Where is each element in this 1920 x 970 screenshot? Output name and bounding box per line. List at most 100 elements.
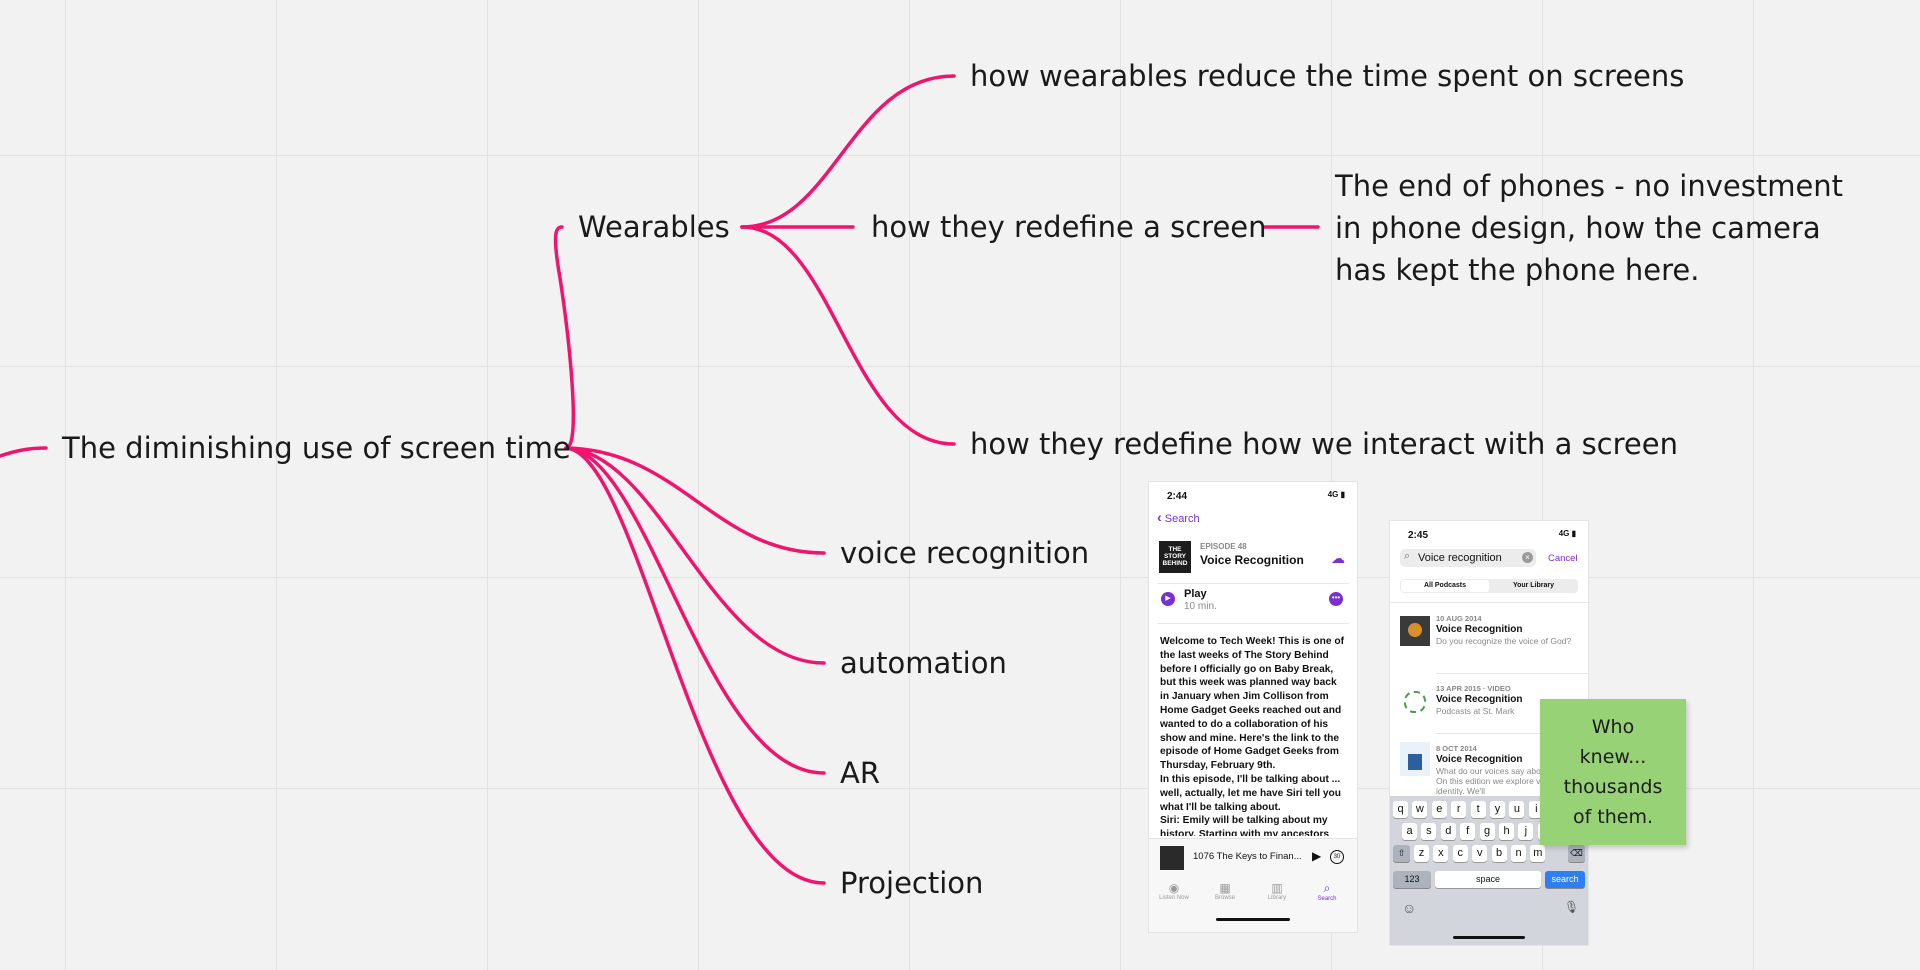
back-label: Search [1164,513,1200,525]
podcast-artwork: THE STORY BEHIND [1159,541,1191,573]
status-time: 2:45 [1408,530,1429,541]
key-b[interactable]: b [1491,845,1507,862]
result-title: Voice Recognition [1436,694,1523,705]
podcast-episode-screenshot[interactable]: 2:44 4G ▮ ‹ Search THE STORY BEHIND EPIS… [1149,482,1357,932]
result-date: 8 OCT 2014 [1436,744,1477,753]
key-n[interactable]: n [1511,845,1526,862]
node-wearables-reduce[interactable]: how wearables reduce the time spent on s… [970,59,1685,93]
play-icon[interactable]: ▶ [1161,592,1175,606]
connector-root-ar [564,446,826,775]
key-t[interactable]: t [1470,801,1486,818]
node-redefine-screen[interactable]: how they redefine a screen [871,210,1267,244]
mini-player-artwork [1160,846,1184,870]
episode-number: EPISODE 48 [1200,542,1247,551]
status-bar: 2:45 4G ▮ [1390,521,1588,545]
status-signal: 4G ▮ [1327,490,1345,499]
search-input[interactable]: ⌕ Voice recognition × [1400,549,1536,567]
key-s[interactable]: s [1421,823,1437,840]
onscreen-keyboard: qwertyuiopasdfghjklzxcvbnm ⇧ ⌫ 123 space… [1390,796,1588,945]
cancel-button[interactable]: Cancel [1548,553,1578,564]
tab-library[interactable]: ▥Library [1262,881,1292,901]
back-button[interactable]: ‹ Search [1157,509,1200,525]
key-u[interactable]: u [1509,801,1525,818]
status-signal: 4G ▮ [1558,529,1576,538]
search-icon: ⌕ [1404,550,1411,562]
connector-root-wearables [553,225,576,450]
segment-all-podcasts[interactable]: All Podcasts [1401,580,1489,592]
divider [1157,623,1349,624]
search-value: Voice recognition [1418,552,1502,564]
key-d[interactable]: d [1440,823,1456,840]
node-wearables[interactable]: Wearables [578,210,730,244]
node-automation[interactable]: automation [840,646,1007,680]
search-result-row[interactable]: 13 APR 2015 · VIDEO Voice Recognition Po… [1390,679,1588,731]
sticky-note-text: Who knew... thousands of them. [1563,716,1663,828]
node-ar[interactable]: AR [840,756,880,790]
episode-duration: 10 min. [1184,601,1217,612]
mini-player[interactable]: 1076 The Keys to Finan... ▶ 30 [1149,838,1357,875]
node-root[interactable]: The diminishing use of screen time [62,431,571,465]
key-w[interactable]: w [1412,801,1428,818]
node-end-of-phones[interactable]: The end of phones - no investment in pho… [1335,169,1844,287]
key-f[interactable]: f [1460,823,1476,840]
tab-listen-now[interactable]: ◉Listen Now [1159,881,1189,901]
tab-search[interactable]: ⌕Search [1312,881,1342,902]
play-circle-icon: ◉ [1168,881,1180,895]
connector-offscreen-root [0,446,48,458]
node-voice-recognition[interactable]: voice recognition [840,536,1090,570]
more-options-icon[interactable]: ••• [1329,592,1343,606]
result-date: 13 APR 2015 · VIDEO [1436,684,1511,693]
key-e[interactable]: e [1431,801,1447,818]
play-label[interactable]: Play [1184,588,1207,600]
shift-key[interactable]: ⇧ [1393,845,1410,862]
home-indicator [1216,918,1290,921]
search-result-row[interactable]: 8 OCT 2014 Voice Recognition What do our… [1390,739,1588,795]
result-artwork [1400,742,1430,776]
node-redefine-interaction[interactable]: how they redefine how we interact with a… [970,427,1678,461]
connector-root-automation [564,446,826,665]
key-r[interactable]: r [1451,801,1467,818]
search-key[interactable]: search [1545,871,1585,888]
sticky-note[interactable]: Who knew... thousands of them. [1540,699,1686,845]
clear-search-icon[interactable]: × [1522,552,1533,563]
connector-wearables-interact [740,225,956,446]
home-indicator [1453,936,1525,939]
microphone-icon[interactable]: 🎙 [1564,900,1580,914]
node-projection[interactable]: Projection [840,866,984,900]
key-m[interactable]: m [1530,845,1546,862]
divider [1390,602,1588,603]
result-description: Podcasts at St. Mark [1436,706,1515,716]
download-cloud-icon[interactable]: ☁ [1331,550,1345,566]
status-time: 2:44 [1167,491,1188,502]
segment-your-library[interactable]: Your Library [1512,582,1555,589]
key-v[interactable]: v [1472,845,1488,862]
tab-browse[interactable]: ▦Browse [1210,881,1240,901]
result-title: Voice Recognition [1436,624,1523,635]
key-y[interactable]: y [1490,801,1505,818]
key-z[interactable]: z [1414,845,1429,862]
divider [1436,673,1588,674]
key-g[interactable]: g [1479,823,1495,840]
search-result-row[interactable]: 10 AUG 2014 Voice Recognition Do you rec… [1390,609,1588,669]
skip-forward-icon[interactable]: 30 [1330,850,1344,864]
episode-title: Voice Recognition [1200,553,1304,567]
library-icon: ▥ [1271,881,1283,895]
key-j[interactable]: j [1518,823,1534,840]
key-h[interactable]: h [1499,823,1514,840]
play-icon[interactable]: ▶ [1312,849,1322,863]
key-q[interactable]: q [1393,801,1408,818]
numbers-key[interactable]: 123 [1393,871,1431,888]
emoji-icon[interactable]: ☺ [1402,900,1417,916]
backspace-key[interactable]: ⌫ [1568,845,1585,862]
key-c[interactable]: c [1452,845,1468,862]
episode-description: Welcome to Tech Week! This is one of the… [1160,636,1344,836]
result-artwork [1400,686,1430,716]
key-a[interactable]: a [1402,823,1417,840]
result-date: 10 AUG 2014 [1436,614,1482,623]
divider [1157,583,1349,584]
space-key[interactable]: space [1435,871,1541,888]
connector-root-voice [564,446,826,555]
key-x[interactable]: x [1433,845,1449,862]
grid-icon: ▦ [1219,881,1231,895]
